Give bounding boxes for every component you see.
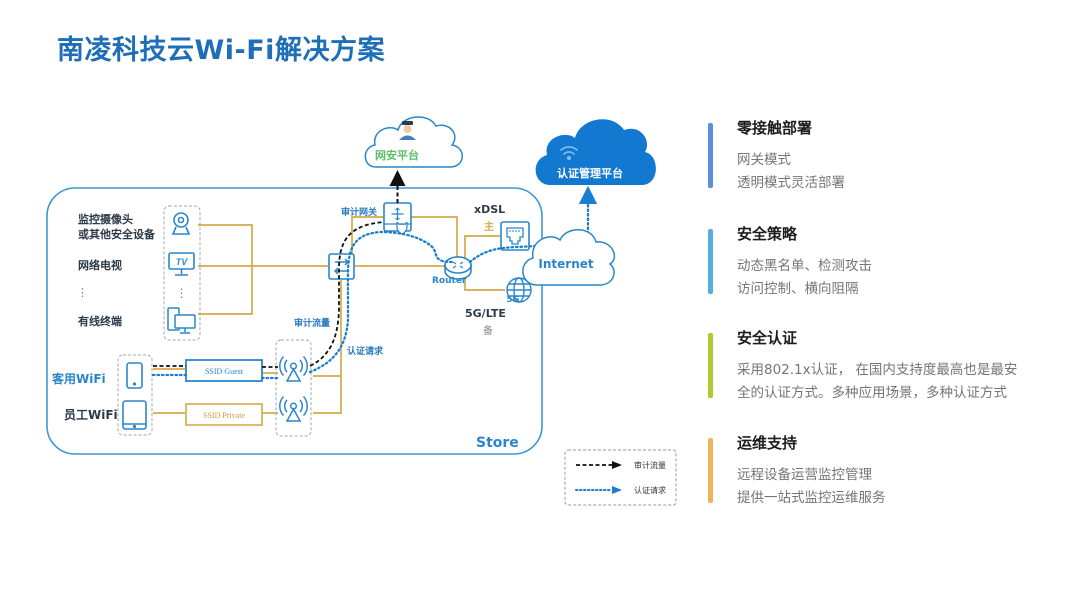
feature-line: 提供一站式监控运维服务 [737, 490, 886, 506]
camera-device-label-line2: 或其他安全设备 [78, 228, 155, 241]
access-point-group [275, 339, 312, 437]
feature-title: 安全策略 [737, 225, 798, 243]
wired-device-group [163, 205, 201, 341]
security-platform-cloud [364, 116, 463, 168]
wifi-device-group [117, 354, 153, 436]
camera-icon [171, 212, 191, 235]
feature-accent-bar [708, 123, 713, 188]
auth-request-path [308, 230, 537, 374]
ssid-private-box [185, 403, 263, 426]
legend-label-auth: 认证请求 [634, 485, 666, 495]
ellipsis-device-label: ⋮ [77, 286, 88, 299]
xdsl-label: xDSL [474, 203, 506, 216]
switch-icon [328, 253, 355, 280]
feature-line: 动态黑名单、检测攻击 [737, 258, 872, 274]
camera-device-label-line1: 监控摄像头 [78, 213, 133, 226]
audit-traffic-path [309, 221, 385, 367]
network-diagram: TV ⋮ SSID Guest SSID Private [46, 116, 677, 506]
feature-accent-bar [708, 333, 713, 398]
tv-icon-text: TV [176, 257, 188, 267]
ellipsis-icon: ⋮ [176, 286, 188, 300]
5g-globe-icon [506, 277, 532, 303]
tv-device-label: 网络电视 [78, 259, 122, 272]
camera-device-label: 监控摄像头 或其他安全设备 [78, 212, 155, 242]
feature-line: 访问控制、横向阻隔 [737, 281, 859, 297]
access-point-icon [279, 395, 308, 422]
access-point-icon [279, 355, 308, 382]
auth-platform-cloud [535, 119, 656, 185]
internet-label: Internet [538, 257, 593, 271]
feature-title: 安全认证 [737, 329, 798, 347]
legend: 审计流量 认证请求 [564, 449, 677, 506]
feature-line: 全的认证方式。多种应用场景，多种认证方式 [737, 385, 1007, 401]
feature-title: 零接触部署 [737, 119, 813, 137]
ssid-private-label: SSID Private [203, 411, 245, 420]
store-boundary [46, 187, 543, 455]
wired-links [153, 216, 505, 414]
internet-cloud [522, 229, 616, 286]
router-label: Router [432, 276, 467, 286]
5g-icon-text: 5G [507, 295, 520, 305]
feature-accent-bar [708, 438, 713, 503]
desktop-device-label: 有线终端 [78, 315, 122, 328]
auth-platform-label: 认证管理平台 [557, 166, 623, 180]
staff-wifi-label: 员工WiFi [64, 408, 118, 422]
xdsl-role-label: 主 [484, 222, 494, 233]
audit-gateway-icon [383, 202, 412, 235]
legend-dotted-arrow [612, 486, 622, 494]
security-platform-label: 网安平台 [375, 148, 419, 162]
lte-role-label: 备 [483, 326, 493, 337]
legend-dashed-arrow [612, 461, 622, 469]
feature-title: 运维支持 [737, 434, 798, 452]
ethernet-port-icon [500, 221, 530, 251]
police-officer-icon [399, 121, 416, 140]
ssid-guest-box [185, 359, 263, 382]
wifi-icon [560, 146, 578, 161]
guest-wifi-label: 客用WiFi [52, 372, 106, 386]
feature-line: 远程设备运营监控管理 [737, 467, 872, 483]
feature-accent-bar [708, 229, 713, 294]
feature-line: 透明模式灵活部署 [737, 175, 845, 191]
tablet-icon [122, 400, 147, 430]
store-label: Store [476, 435, 519, 451]
page-title: 南凌科技云Wi-Fi解决方案 [57, 35, 385, 66]
phone-icon [126, 362, 143, 389]
desktop-icon [167, 307, 196, 334]
auth-request-path-guest [151, 373, 280, 380]
lte-label: 5G/LTE [465, 307, 506, 320]
audit-traffic-label: 审计流量 [294, 319, 331, 329]
auth-request-label: 认证请求 [347, 347, 384, 357]
audit-traffic-path-guest [153, 365, 278, 368]
ssid-guest-label: SSID Guest [205, 367, 244, 376]
feature-line: 采用802.1x认证， 在国内支持度最高也是最安 [737, 362, 1018, 378]
audit-gateway-label: 审计网关 [341, 208, 378, 218]
legend-label-audit: 审计流量 [634, 460, 666, 470]
feature-line: 网关模式 [737, 152, 791, 168]
tv-icon [168, 252, 195, 276]
